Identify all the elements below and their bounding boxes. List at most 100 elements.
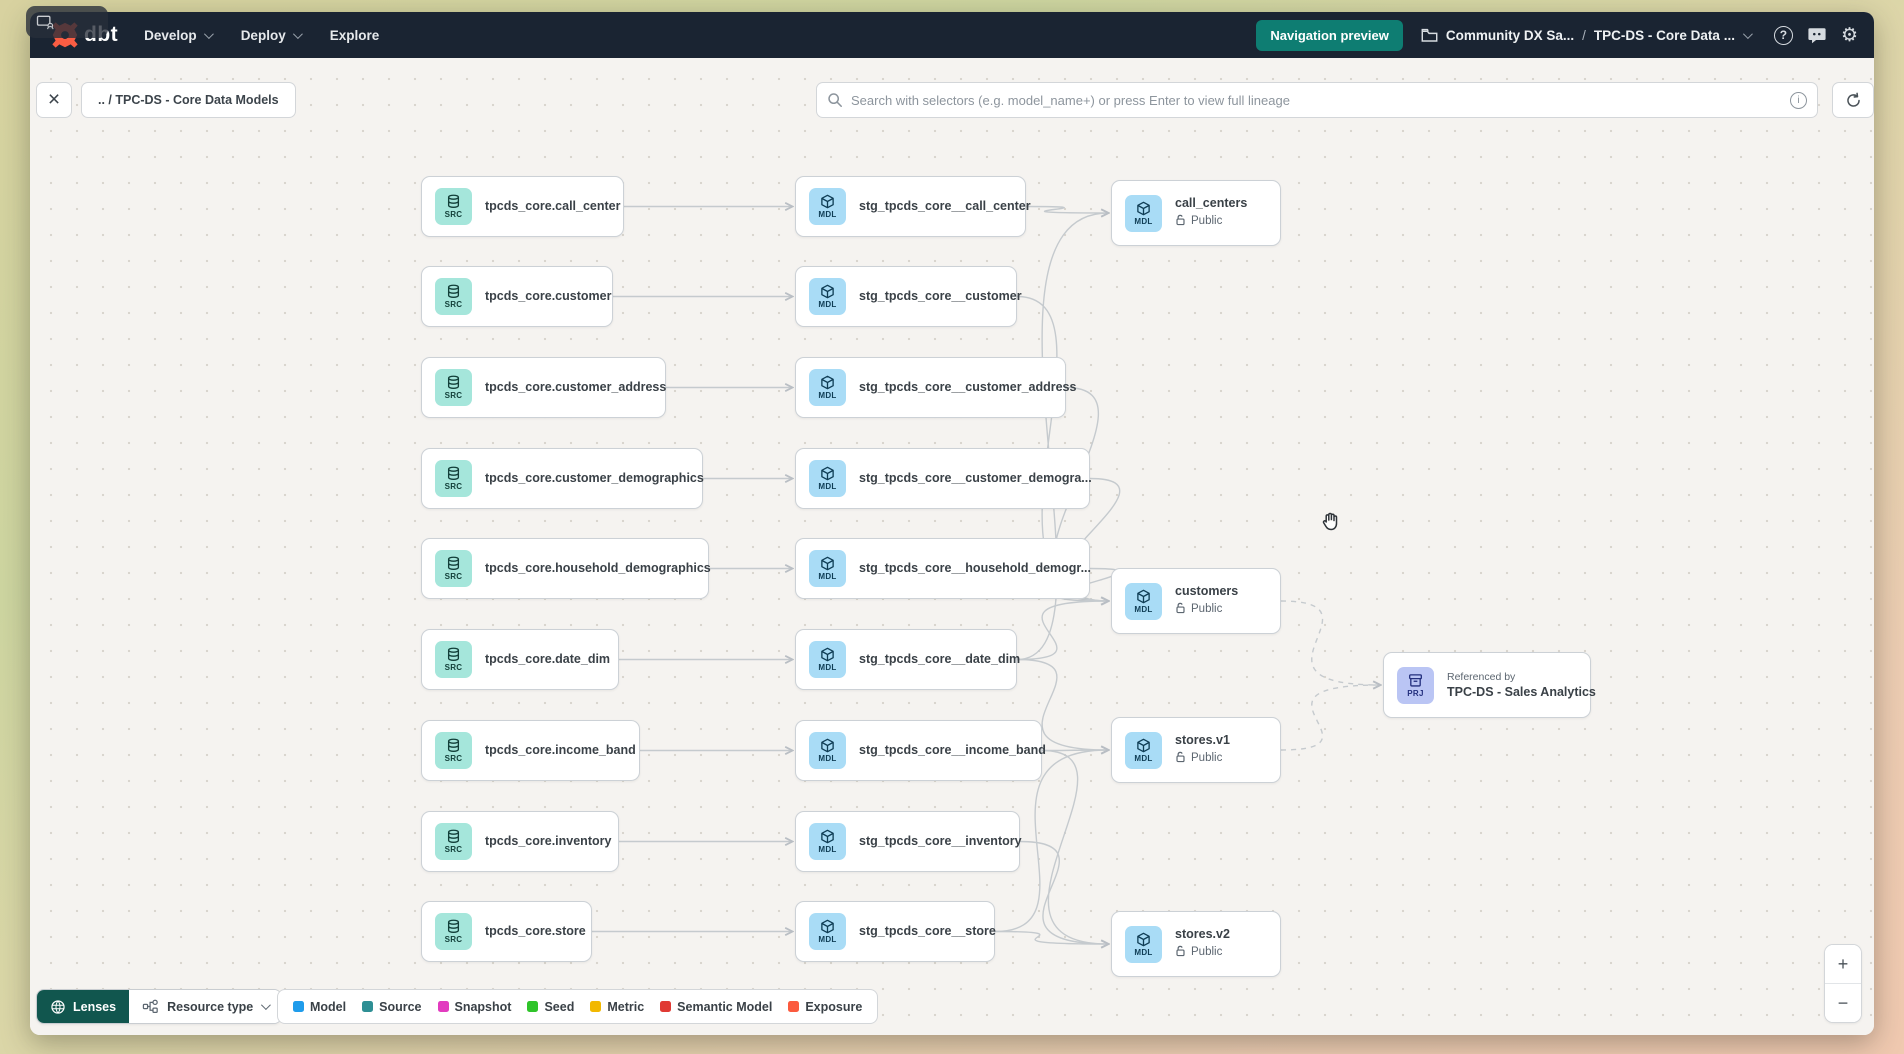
refresh-lineage-button[interactable] [1832, 82, 1874, 118]
breadcrumb-project[interactable]: Community DX Sa... [1445, 27, 1575, 43]
mdl-badge-icon: MDL [809, 913, 846, 950]
src-badge-icon: SRC [435, 550, 472, 587]
legend-label: Semantic Model [677, 999, 773, 1014]
mdl-badge-icon: MDL [809, 369, 846, 406]
node-label: TPC-DS - Sales Analytics [1447, 684, 1596, 699]
nav-menu-explore[interactable]: Explore [330, 28, 380, 43]
info-icon[interactable]: i [1790, 91, 1807, 109]
lock-open-icon [1175, 945, 1186, 961]
feedback-icon[interactable] [1807, 26, 1827, 45]
node-label: stores.v2 [1175, 927, 1230, 942]
nav-menu-deploy-label: Deploy [240, 27, 286, 43]
node-caption: Referenced by [1447, 670, 1516, 683]
nav-menu-deploy[interactable]: Deploy [240, 27, 303, 43]
lenses-button[interactable]: Lenses [37, 990, 130, 1023]
app-window: dbt Develop Deploy Explore Navigation pr… [30, 12, 1874, 1035]
node-label: stg_tpcds_core__customer [859, 289, 1022, 304]
capture-window-icon [36, 15, 54, 29]
node-visibility: Public [1175, 751, 1230, 767]
node-label: stg_tpcds_core__household_demogr... [859, 561, 1092, 576]
src-badge-icon: SRC [435, 188, 472, 225]
screen-capture-overlay-tab[interactable] [26, 6, 108, 38]
src-badge-icon: SRC [435, 823, 472, 860]
node-visibility: Public [1175, 945, 1230, 961]
graph-node-stg_store[interactable]: MDL stg_tpcds_core__store [795, 901, 996, 962]
legend-swatch [660, 1001, 672, 1012]
legend-swatch [527, 1001, 539, 1012]
nav-menu-develop-label: Develop [144, 27, 197, 43]
legend-item-model: Model [293, 1000, 346, 1014]
legend-swatch [590, 1001, 602, 1012]
graph-node-src_inventory[interactable]: SRC tpcds_core.inventory [421, 811, 619, 872]
legend-label: Model [310, 999, 347, 1014]
project-breadcrumb[interactable]: Community DX Sa... / TPC-DS - Core Data … [1421, 27, 1753, 43]
chevron-down-icon [261, 1000, 272, 1011]
src-badge-icon: SRC [435, 913, 472, 950]
graph-node-src_customer_address[interactable]: SRC tpcds_core.customer_address [421, 357, 666, 418]
lenses-label: Lenses [73, 999, 117, 1014]
node-label: customers [1175, 584, 1239, 599]
mdl-badge-icon: MDL [1125, 194, 1162, 232]
navbar-icons: ? ⚙ [1773, 23, 1858, 46]
refresh-icon [1846, 92, 1860, 107]
nav-menu-develop[interactable]: Develop [144, 27, 214, 43]
legend-swatch [788, 1001, 800, 1012]
mdl-badge-icon: MDL [809, 460, 846, 497]
node-label: tpcds_core.call_center [485, 199, 621, 214]
navigation-preview-button[interactable]: Navigation preview [1256, 19, 1403, 51]
lenses-icon [51, 999, 65, 1014]
graph-node-stg_customer_demographics[interactable]: MDL stg_tpcds_core__customer_demogra... [795, 448, 1092, 509]
node-label: tpcds_core.customer_address [485, 380, 667, 395]
node-label: tpcds_core.inventory [485, 834, 612, 849]
help-icon[interactable]: ? [1773, 25, 1793, 45]
settings-gear-icon[interactable]: ⚙ [1840, 23, 1858, 46]
nav-menu-explore-label: Explore [329, 27, 380, 43]
resource-type-label: Resource type [167, 999, 254, 1014]
mdl-badge-icon: MDL [809, 641, 846, 678]
src-badge-icon: SRC [435, 460, 472, 497]
node-label: stg_tpcds_core__customer_demogra... [859, 471, 1092, 486]
legend-label: Exposure [805, 999, 863, 1014]
node-label: stg_tpcds_core__store [859, 924, 996, 939]
folder-icon [1421, 28, 1438, 42]
node-visibility: Public [1175, 214, 1247, 230]
zoom-in-button[interactable]: + [1825, 945, 1861, 983]
src-badge-icon: SRC [435, 641, 472, 678]
search-input[interactable] [851, 92, 1782, 108]
resource-type-dropdown[interactable]: Resource type [129, 990, 282, 1023]
graph-node-src_call_center[interactable]: SRC tpcds_core.call_center [421, 176, 624, 237]
search-icon [828, 93, 842, 107]
breadcrumb-page[interactable]: TPC-DS - Core Data ... [1593, 27, 1735, 43]
graph-node-src_customer_demographics[interactable]: SRC tpcds_core.customer_demographics [421, 448, 704, 509]
src-badge-icon: SRC [435, 369, 472, 406]
src-badge-icon: SRC [435, 732, 472, 769]
close-lineage-button[interactable]: × [36, 82, 72, 118]
legend-item-semantic-model: Semantic Model [660, 1000, 772, 1014]
lineage-breadcrumb-chip[interactable]: .. / TPC-DS - Core Data Models [81, 82, 296, 118]
mdl-badge-icon: MDL [809, 823, 846, 860]
zoom-out-button[interactable]: − [1825, 984, 1861, 1022]
navbar-right-group: Navigation preview Community DX Sa... / … [1256, 19, 1858, 51]
legend-item-snapshot: Snapshot [437, 999, 512, 1014]
node-label: tpcds_core.customer_demographics [485, 471, 704, 486]
legend-label: Snapshot [454, 999, 512, 1014]
